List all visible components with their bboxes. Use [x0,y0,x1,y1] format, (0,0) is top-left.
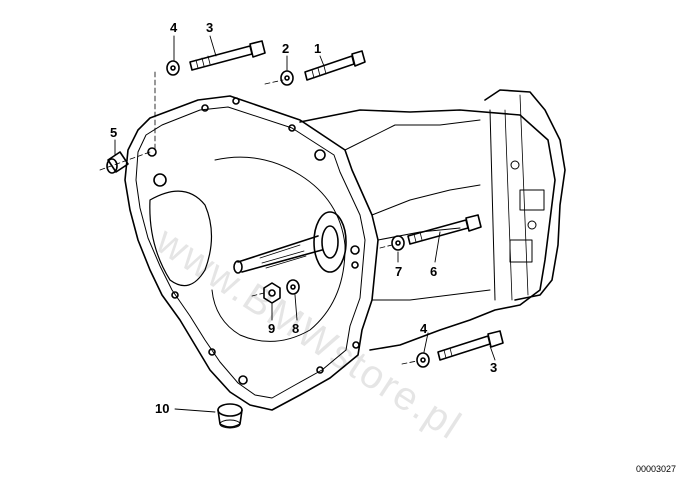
callout-1: 1 [314,41,322,56]
callout-8: 8 [292,321,300,336]
bell-cone [211,156,346,342]
dowel-part-5 [106,151,129,174]
callout-9: 9 [268,321,276,336]
bolt-part-1 [304,50,366,81]
callout-4-bottom: 4 [420,321,428,336]
callout-2: 2 [282,41,290,56]
bell-housing-flange [124,95,379,411]
callout-10: 10 [155,401,170,416]
leader-lines [114,35,496,413]
rear-housing [484,89,566,301]
callout-4-top: 4 [170,20,178,35]
nut-part-9 [263,282,281,304]
input-shaft [233,211,347,274]
washer-part-8 [286,279,300,295]
washer-part-7 [391,235,405,251]
callout-6: 6 [430,264,438,279]
alignment-lines [99,71,418,365]
bolt-part-3-top [189,40,266,71]
bolt-part-6 [407,214,482,245]
washer-part-2 [280,70,294,86]
washer-part-4-bottom [416,352,430,368]
callout-3-top: 3 [206,20,214,35]
callout-3-bottom: 3 [490,360,498,375]
callout-5: 5 [110,125,118,140]
callout-7: 7 [395,264,403,279]
plug-part-10 [217,403,243,429]
housing-opening [149,190,213,287]
bell-housing-inner-edge [135,106,366,399]
gearbox-body [299,109,556,351]
bolt-part-3-bottom [437,330,504,361]
washer-part-4-top [166,60,180,76]
document-number: 00003027 [635,464,676,474]
